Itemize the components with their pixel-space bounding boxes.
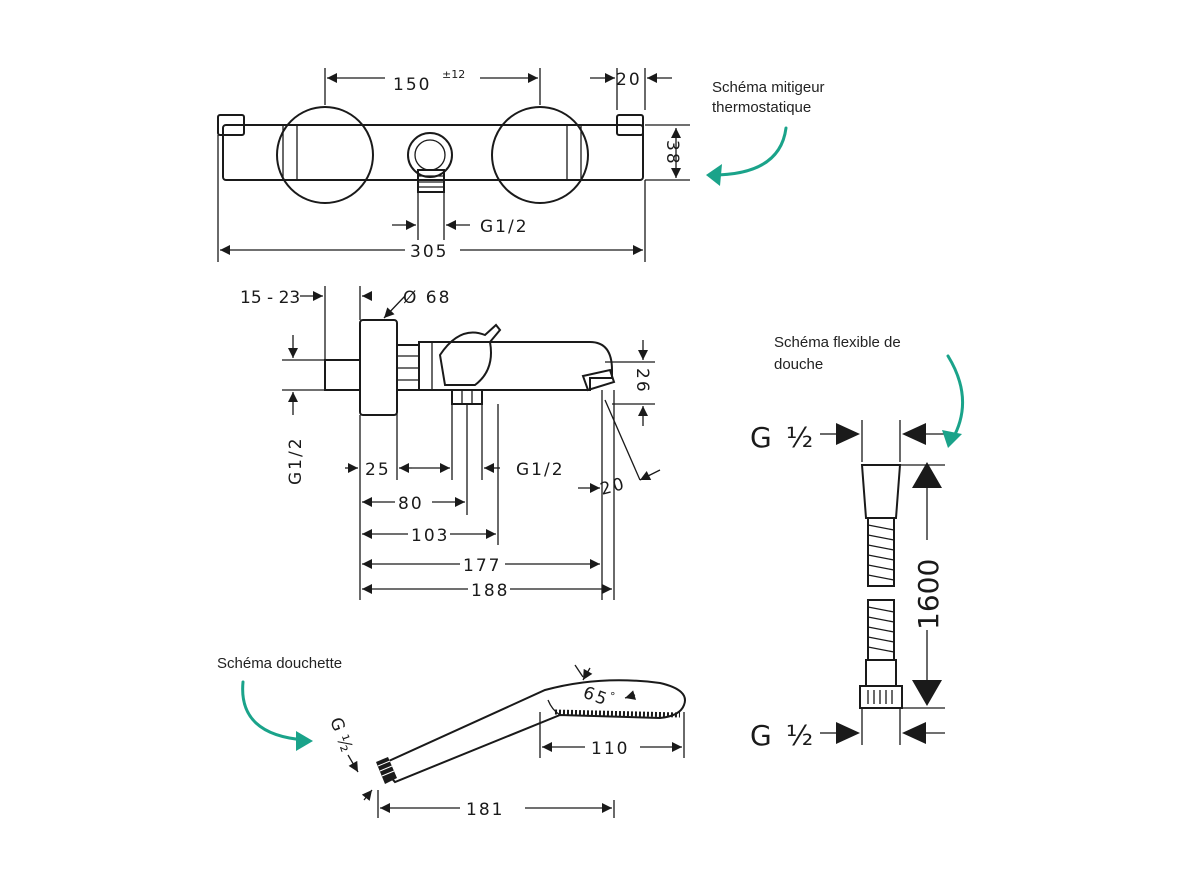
dim-150-tolerance: ±12: [442, 68, 465, 81]
dim-diameter-68: Ø 68: [403, 288, 451, 308]
dim-1600: 1600: [912, 559, 945, 630]
dim-g12-top: G1/2: [480, 217, 529, 237]
dim-25: 25: [365, 460, 391, 480]
dim-38: 38: [662, 140, 682, 166]
note-hose-line2: douche: [774, 356, 823, 373]
hand-shower: G ½ 65 ° 110 181: [325, 664, 686, 820]
hose-top-g: G: [750, 421, 772, 454]
side-escutcheon: [359, 319, 398, 416]
dim-305: 305: [410, 242, 448, 262]
outlet-ring: [407, 132, 453, 178]
dim-177: 177: [463, 556, 501, 576]
note-handshower-text: Schéma douchette: [217, 655, 342, 672]
mixer-body: [222, 124, 644, 181]
hose-top-half: ½: [786, 421, 813, 454]
dim-angle-65: 65: [580, 683, 611, 711]
dim-20-top: 20: [616, 70, 642, 90]
side-body: [418, 341, 613, 391]
mixer-side-view: 15 - 23 Ø 68 G1/2 25 G1/2: [240, 286, 661, 601]
note-mixer: Schéma mitigeur thermostatique: [706, 79, 825, 186]
handshower-body: [378, 679, 686, 784]
right-escutcheon: [491, 106, 589, 204]
dim-80: 80: [398, 494, 424, 514]
hose-bottom-half: ½: [786, 719, 813, 752]
degree-symbol: °: [610, 690, 616, 703]
dim-103: 103: [411, 526, 449, 546]
note-hose-arrow: [946, 354, 964, 442]
dim-g12-side: G1/2: [516, 460, 565, 480]
hose-bottom-g: G: [750, 719, 772, 752]
note-hose: Schéma flexible de douche: [774, 334, 964, 448]
mixer-top-view: 150 ±12 20 38 G1/2 305: [217, 68, 690, 262]
dim-g12-vertical: G1/2: [286, 436, 306, 485]
dim-26: 26: [632, 368, 652, 394]
note-handshower: Schéma douchette: [217, 655, 342, 751]
dim-15-23: 15 - 23: [240, 288, 300, 308]
shower-hose: G ½ G ½ 1600: [750, 420, 945, 752]
left-escutcheon: [276, 106, 374, 204]
note-mixer-arrow: [710, 126, 788, 177]
dim-181: 181: [466, 800, 504, 820]
note-mixer-line1: Schéma mitigeur: [712, 79, 825, 96]
dim-g12-handshower: G ½: [325, 715, 356, 755]
note-hose-line1: Schéma flexible de: [774, 334, 901, 351]
note-handshower-arrow: [241, 680, 307, 742]
dim-110: 110: [591, 739, 629, 759]
note-mixer-line2: thermostatique: [712, 99, 811, 116]
dim-188: 188: [471, 581, 509, 601]
dim-150: 150: [393, 75, 431, 95]
